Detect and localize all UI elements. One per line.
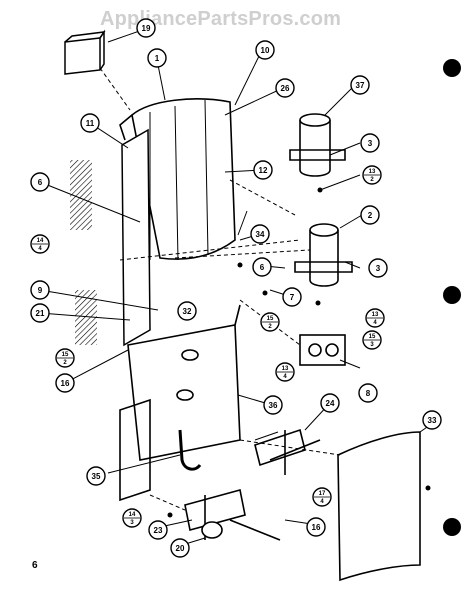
callout-circle-c1 <box>147 48 167 68</box>
fraction-den: 2 <box>63 360 67 366</box>
callout-circle-c24 <box>320 393 340 413</box>
callout-c32: 32 <box>183 307 192 316</box>
callout-circle-c10 <box>255 40 275 60</box>
callout-circle-c7 <box>282 287 302 307</box>
fraction-num: 14 <box>129 512 136 518</box>
callout-circle-c3a <box>360 133 380 153</box>
callout-c2: 2 <box>368 211 373 220</box>
callout-circle-c8 <box>358 383 378 403</box>
valve-assembly-20 <box>184 489 281 541</box>
callout-circle-c32 <box>177 301 197 321</box>
cover-panel-33 <box>337 431 421 582</box>
fraction-num: 13 <box>369 169 376 175</box>
callout-circle-c20 <box>170 538 190 558</box>
fraction-den: 4 <box>283 374 287 380</box>
fraction-den: 2 <box>370 177 374 183</box>
callout-circle-c26 <box>275 78 295 98</box>
callout-c24: 24 <box>326 399 335 408</box>
callout-c10: 10 <box>261 46 270 55</box>
fraction-num: 14 <box>37 238 44 244</box>
callout-c7: 7 <box>290 293 295 302</box>
callout-circle-c11 <box>80 113 100 133</box>
tube-35 <box>178 429 202 471</box>
callout-c16: 16 <box>61 379 70 388</box>
callout-c37: 37 <box>356 81 365 90</box>
callout-c21: 21 <box>36 309 45 318</box>
left-grille-panel <box>70 128 151 347</box>
fraction-callout-right1: 15 3 <box>362 330 382 350</box>
capacitor-37 <box>289 113 346 177</box>
fraction-den: 4 <box>320 499 324 505</box>
callout-c12: 12 <box>259 166 268 175</box>
main-panel <box>119 98 236 261</box>
callout-circle-c16b <box>306 517 326 537</box>
callout-c19: 19 <box>142 24 151 33</box>
callout-circle-c35 <box>86 466 106 486</box>
fraction-den: 2 <box>268 324 272 330</box>
fraction-num: 17 <box>319 491 326 497</box>
fraction-den: 4 <box>38 246 42 252</box>
callout-c6a: 6 <box>38 178 43 187</box>
watermark-text: AppliancePartsPros.com <box>100 8 342 30</box>
fraction-callout-left1: 14 4 <box>30 234 50 254</box>
callout-circle-c16 <box>55 373 75 393</box>
fraction-callout-low1: 17 4 <box>312 487 332 507</box>
callout-circle-c34 <box>250 224 270 244</box>
callout-circle-c12 <box>253 160 273 180</box>
callout-c26: 26 <box>281 84 290 93</box>
callout-circle-c23 <box>148 520 168 540</box>
fraction-callout-low2: 14 3 <box>122 508 142 528</box>
callout-circle-c3b <box>368 258 388 278</box>
callout-circle-c33 <box>422 410 442 430</box>
callout-c1: 1 <box>155 54 160 63</box>
part-box-top-left <box>64 29 106 75</box>
callout-circle-c19 <box>136 18 156 38</box>
callout-c34: 34 <box>256 230 265 239</box>
callout-c36: 36 <box>269 401 278 410</box>
callout-c3a: 3 <box>368 139 373 148</box>
fraction-num: 13 <box>372 312 379 318</box>
fraction-callout-mid2: 13 4 <box>275 362 295 382</box>
fraction-num: 15 <box>62 352 69 358</box>
valve-8 <box>299 334 346 366</box>
fraction-den: 3 <box>130 520 134 526</box>
callout-c3b: 3 <box>376 264 381 273</box>
fraction-callout-right2: 13 4 <box>365 308 385 328</box>
fraction-callout-left2: 15 2 <box>55 348 75 368</box>
callout-c9: 9 <box>38 286 43 295</box>
callout-circle-c37 <box>350 75 370 95</box>
fraction-num: 13 <box>282 366 289 372</box>
callout-c16b: 16 <box>312 523 321 532</box>
callout-circle-c9 <box>30 280 50 300</box>
callout-c8: 8 <box>366 389 371 398</box>
callout-c6b: 6 <box>260 263 265 272</box>
registration-dot-bottom <box>443 518 461 536</box>
callout-circle-c6b <box>252 257 272 277</box>
callout-circle-c36 <box>263 395 283 415</box>
callout-circle-c2 <box>360 205 380 225</box>
callout-c20: 20 <box>176 544 185 553</box>
callout-c33: 33 <box>428 416 437 425</box>
registration-dot-middle <box>443 286 461 304</box>
callout-c35: 35 <box>92 472 101 481</box>
callout-c23: 23 <box>154 526 163 535</box>
fraction-den: 3 <box>370 342 374 348</box>
capacitor-2 <box>294 223 353 287</box>
registration-dot-top <box>443 59 461 77</box>
callout-c11: 11 <box>86 119 95 128</box>
fraction-num: 15 <box>267 316 274 322</box>
fraction-num: 15 <box>369 334 376 340</box>
fraction-callout-mid1: 15 2 <box>260 312 280 332</box>
small-screws <box>167 187 431 518</box>
callout-circle-c21 <box>30 303 50 323</box>
fraction-den: 4 <box>373 320 377 326</box>
fraction-callout-top: 13 2 <box>362 165 382 185</box>
callout-circle-c6a <box>30 172 50 192</box>
page-number: 6 <box>32 560 38 571</box>
